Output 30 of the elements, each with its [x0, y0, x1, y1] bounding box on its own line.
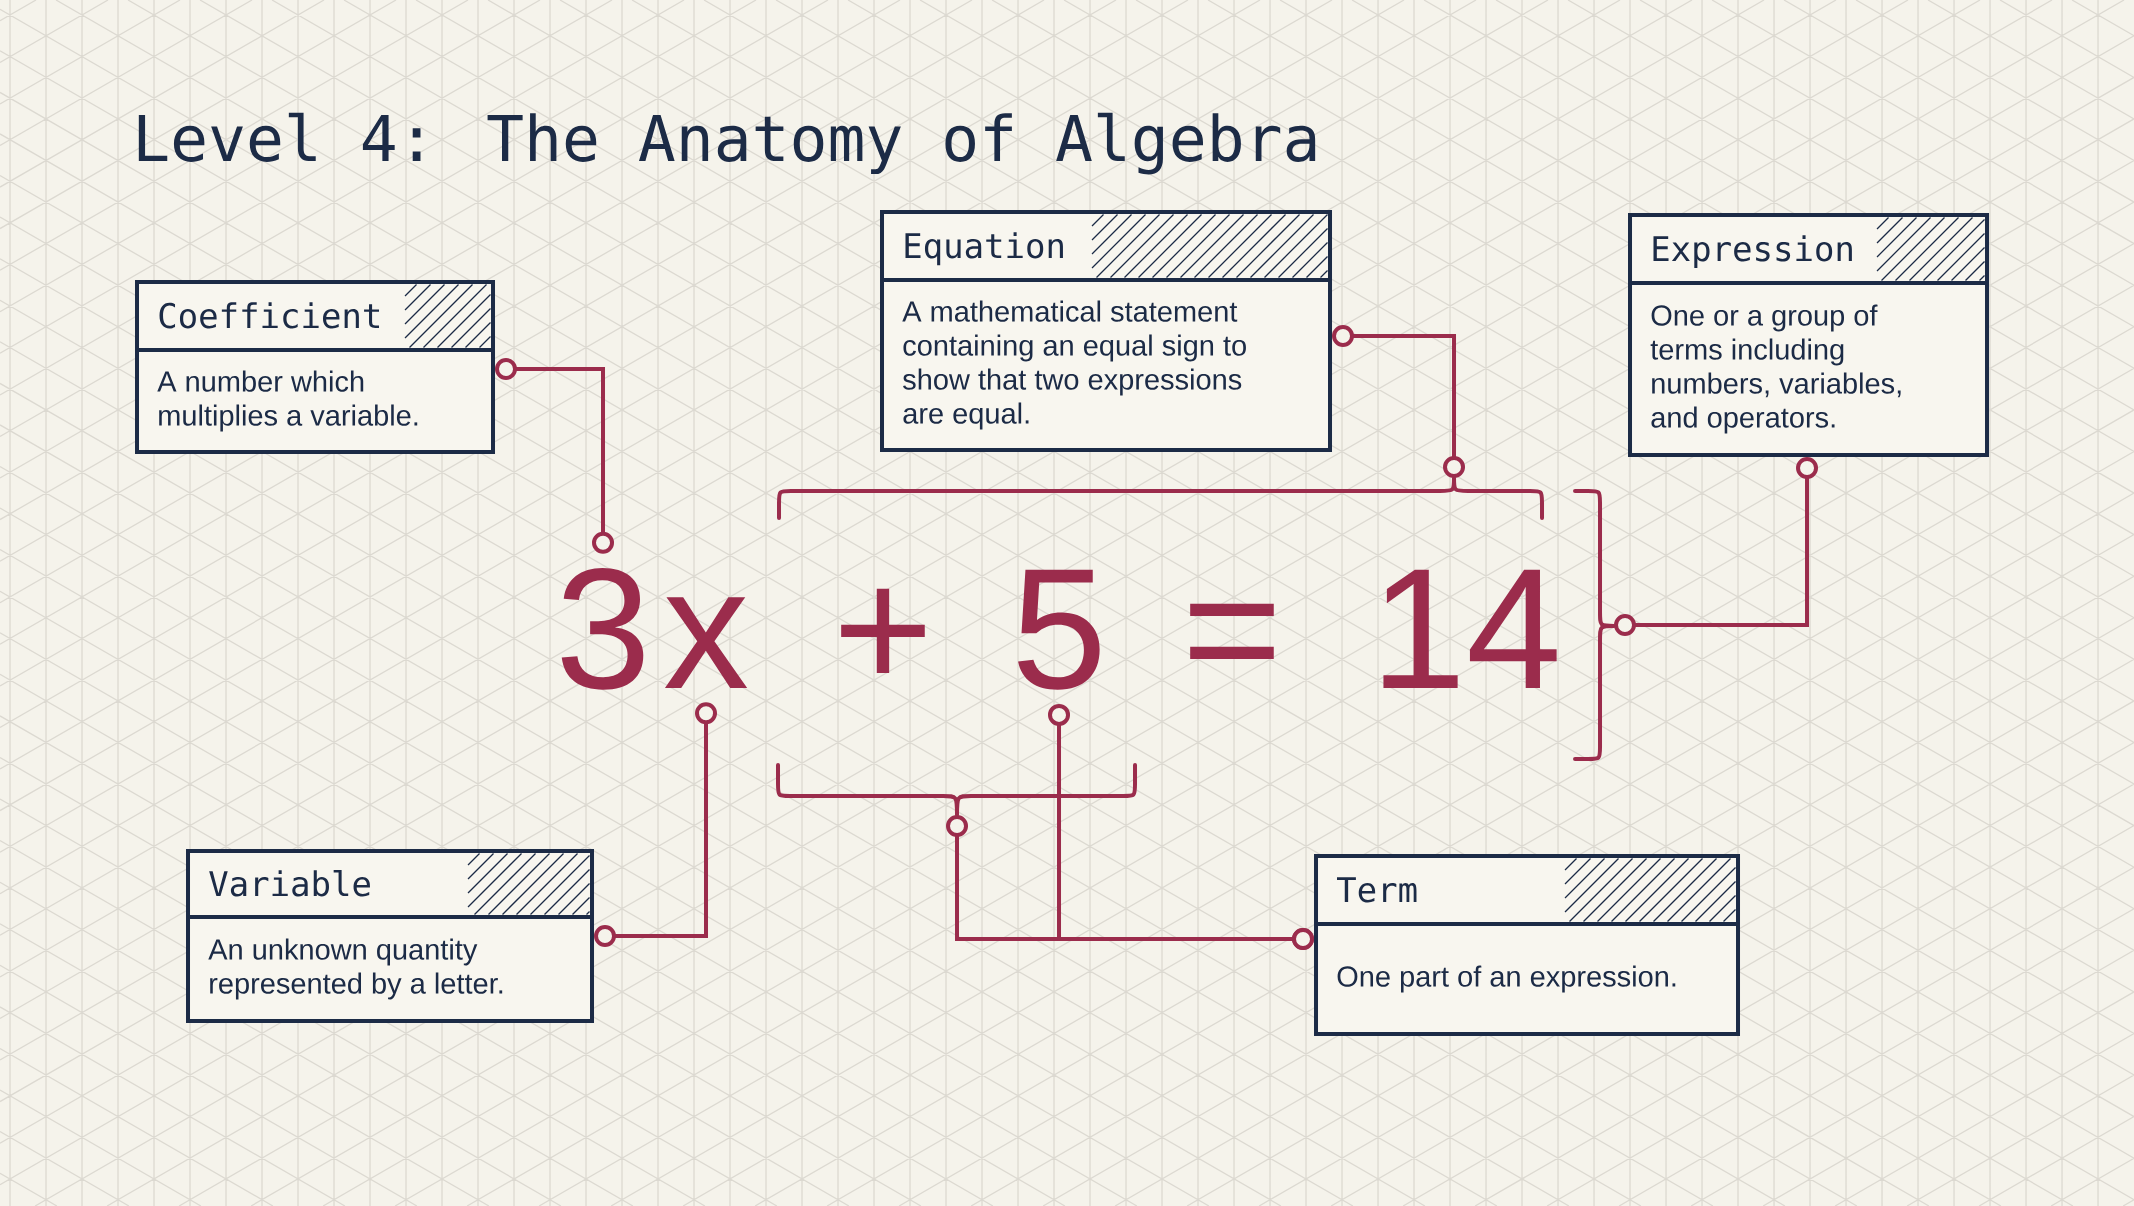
equation-letter: x: [664, 597, 748, 688]
card-text: A number which multiplies a variable.: [157, 370, 418, 432]
curly-brace: [1573, 489, 1616, 761]
definition-card: [1314, 854, 1740, 1036]
operator-sign: =: [1190, 603, 1274, 660]
equation-number: 14: [1383, 569, 1557, 688]
card-title: Term: [1337, 877, 1417, 903]
equation-number: 3: [561, 567, 644, 690]
equation-number: 5: [1018, 569, 1100, 690]
card-title: Expression: [1653, 235, 1852, 269]
card-text: An unknown quantity represented by a letter.: [208, 938, 503, 1000]
definition-card: [1628, 213, 1989, 457]
card-title: Equation: [905, 232, 1063, 266]
card-text: One or a group of terms including numbers, variables, and operators.: [1650, 304, 1901, 434]
definition-card: [186, 849, 594, 1023]
operator-sign: +: [841, 588, 925, 673]
card-title: Variable: [209, 870, 370, 897]
leader-line: [594, 702, 717, 947]
card-title: Coefficient: [159, 302, 379, 329]
leader-line: [495, 358, 614, 554]
card-text: One part of an expression.: [1337, 965, 1676, 993]
leader-line: [1614, 457, 1818, 636]
card-text: A mathematical statement containing an equal sign to show that two expressions are equal.: [902, 300, 1246, 430]
definition-card: [135, 280, 495, 454]
definition-card: [880, 210, 1332, 452]
title: Level 4: The Anatomy of Algebra: [138, 112, 1316, 175]
leader-line: [1332, 325, 1465, 478]
curly-brace: [777, 476, 1544, 520]
leader-line: [1048, 703, 1314, 950]
curly-brace: [776, 763, 1137, 817]
